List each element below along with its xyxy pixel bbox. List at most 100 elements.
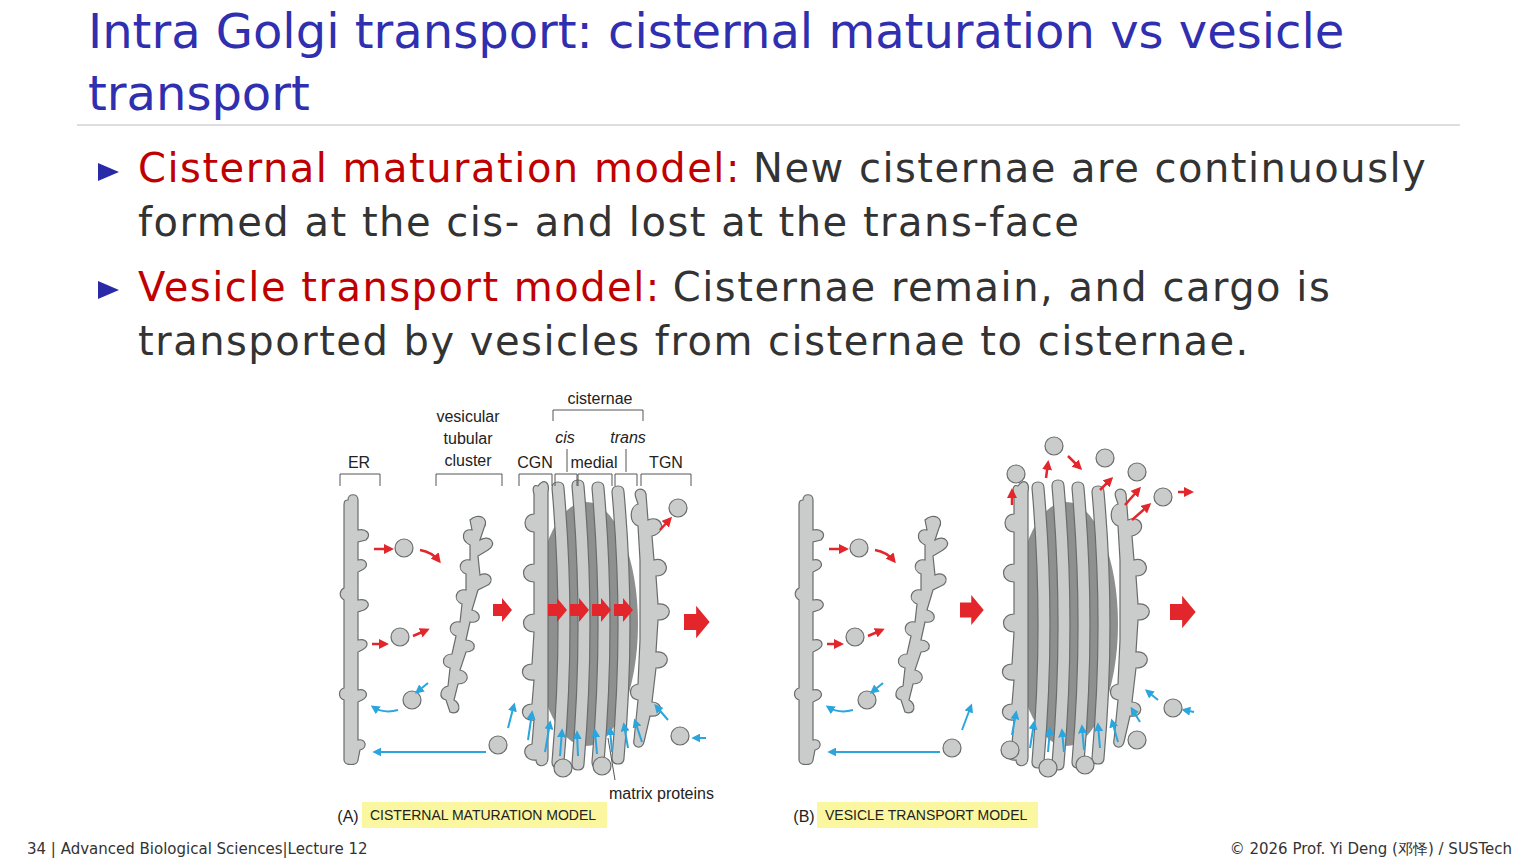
retrograde-arrow: [577, 733, 578, 756]
panel-letter: (B): [793, 807, 814, 826]
label-bracket: [519, 474, 552, 486]
label-bracket: [615, 474, 637, 486]
vesicle: [1154, 488, 1172, 506]
retrograde-arrow: [508, 705, 514, 728]
label-bracket: [626, 449, 627, 472]
figure-label: trans: [610, 428, 646, 447]
slide-title: Intra Golgi transport: cisternal maturat…: [88, 0, 1508, 124]
vesicle: [395, 539, 413, 557]
vesicle: [850, 539, 868, 557]
panel-letter: (A): [337, 807, 358, 826]
retrograde-arrow: [610, 729, 612, 752]
footer-text: © 2026 Prof. Yi Deng (邓怿) / SUSTech: [1230, 840, 1512, 859]
membrane-figure: [493, 598, 512, 622]
retrograde-arrow: [1062, 731, 1064, 752]
membrane-figure: [896, 516, 948, 713]
vesicle: [391, 628, 409, 646]
retrograde-arrow: [1030, 723, 1034, 748]
vesicle: [1128, 731, 1146, 749]
panel-a-drawing: [340, 480, 710, 780]
forward-arrow: [1132, 505, 1149, 520]
membrane-figure: [441, 516, 493, 713]
label-bracket: [578, 474, 612, 486]
vesicle: [943, 739, 961, 757]
forward-arrow: [420, 550, 439, 561]
retrograde-arrow: [635, 721, 642, 742]
label-bracket: [436, 474, 502, 486]
label-bracket: [340, 474, 380, 486]
panel-b-drawing: [795, 437, 1196, 777]
forward-arrow: [868, 630, 882, 636]
bullet-heading: Cisternal maturation model:: [138, 145, 741, 191]
retrograde-arrow: [1147, 691, 1158, 700]
figure-label: ER: [348, 453, 370, 472]
forward-arrow: [1046, 463, 1048, 478]
retrograde-arrow: [624, 725, 628, 748]
retrograde-arrow: [1184, 710, 1194, 712]
forward-arrow: [374, 548, 391, 551]
retrograde-arrow: [528, 713, 532, 740]
vesicle: [1096, 449, 1114, 467]
vesicle: [1128, 463, 1146, 481]
forward-arrow: [413, 630, 427, 636]
forward-arrow: [1068, 456, 1080, 468]
vesicle: [846, 628, 864, 646]
membrane-figure: [570, 598, 589, 622]
forward-arrow: [827, 643, 841, 646]
illustration-part: [608, 738, 615, 780]
retrograde-arrow: [373, 707, 398, 711]
membrane-figure: [614, 598, 633, 622]
label-bracket: [641, 474, 691, 486]
forward-arrow: [1100, 479, 1111, 490]
retrograde-arrow: [1082, 727, 1084, 750]
vesicle: [1001, 741, 1019, 759]
title-rule: [77, 124, 1460, 125]
retrograde-arrow: [1132, 709, 1140, 722]
vesicle: [671, 727, 689, 745]
retrograde-arrow: [828, 707, 853, 711]
bullet-marker: [98, 163, 119, 181]
vesicle: [554, 759, 572, 777]
membrane-figure: [684, 606, 710, 638]
vesicle: [403, 691, 421, 709]
retrograde-arrow: [656, 706, 668, 720]
bullet-marker: [98, 281, 119, 299]
bullet-point: Cisternal maturation model:New cisternae…: [138, 141, 1468, 249]
membrane-figure: [592, 598, 611, 622]
retrograde-arrow: [375, 751, 486, 753]
retrograde-arrow: [694, 737, 706, 739]
retrograde-arrow: [830, 751, 940, 753]
figure-label: TGN: [649, 453, 683, 472]
vesicle: [858, 691, 876, 709]
forward-arrow: [372, 643, 386, 646]
membrane-figure: [960, 595, 984, 625]
membrane-figure: [340, 495, 369, 765]
retrograde-arrow: [417, 683, 428, 692]
caption-box: CISTERNAL MATURATION MODEL: [362, 802, 607, 828]
vesicle: [1164, 699, 1182, 717]
caption-box: VESICLE TRANSPORT MODEL: [817, 802, 1038, 828]
retrograde-arrow: [560, 731, 562, 756]
vesicle: [489, 736, 507, 754]
forward-arrow: [1178, 491, 1191, 494]
vesicle: [1076, 756, 1094, 774]
retrograde-arrow: [962, 706, 971, 730]
bullet-heading: Vesicle transport model:: [138, 264, 661, 310]
membrane-figure: [1002, 480, 1149, 770]
forward-arrow: [875, 550, 894, 561]
membrane-figure: [522, 480, 669, 770]
retrograde-arrow: [545, 723, 550, 752]
retrograde-arrow: [1098, 725, 1100, 748]
vesicle: [669, 499, 687, 517]
callout-label: matrix proteins: [609, 784, 714, 803]
vesicle: [1007, 465, 1025, 483]
vesicle: [593, 757, 611, 775]
label-bracket: [567, 449, 568, 472]
forward-arrow: [1125, 489, 1139, 505]
membrane-figure: [1170, 596, 1196, 628]
label-bracket: [553, 410, 643, 421]
footer-text: 34 | Advanced Biological Sciences|Lectur…: [27, 840, 367, 859]
